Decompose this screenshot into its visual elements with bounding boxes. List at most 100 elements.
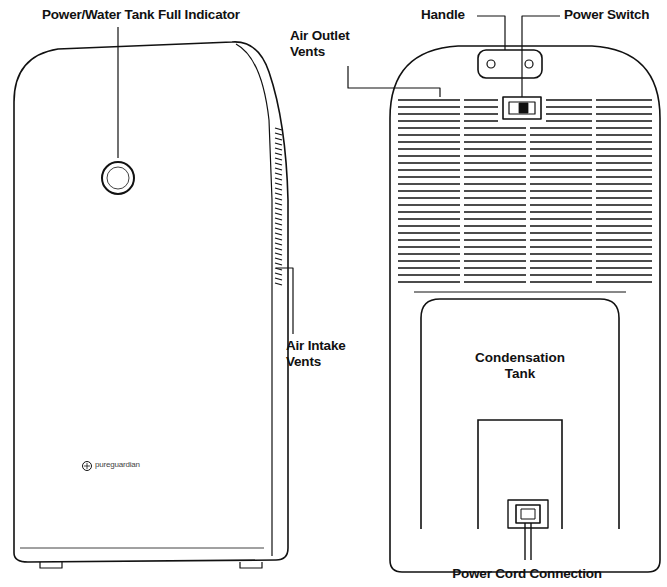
vent-slot [275, 188, 282, 190]
leader-line [522, 16, 560, 97]
vent-slot [398, 267, 652, 268]
part-label: Power/Water Tank Full Indicator [42, 7, 240, 23]
outlet-vents [398, 96, 652, 288]
vent-slot [275, 218, 282, 220]
brand-icon-mark [84, 463, 90, 469]
vent-slot [398, 127, 652, 128]
switch-rocker [509, 102, 535, 114]
vent-slot [275, 278, 282, 280]
vent-divider [460, 96, 464, 288]
vent-slot [275, 198, 282, 200]
vent-slot [275, 238, 282, 240]
vent-slot [398, 106, 498, 107]
power-switch [503, 97, 541, 119]
part-label: Air Intake Vents [286, 338, 364, 369]
handle-screw [525, 60, 533, 68]
vent-slot [398, 204, 652, 205]
vent-slot [275, 233, 282, 235]
part-label: Handle [421, 7, 465, 23]
vent-slot [275, 183, 282, 185]
vent-slot [275, 143, 282, 145]
vent-slot [275, 168, 282, 170]
leader-line [117, 27, 118, 158]
vent-slot [275, 273, 282, 275]
vent-slot [398, 253, 652, 254]
vent-slot [398, 232, 652, 233]
vent-slot [275, 133, 282, 135]
indicator-ring [107, 167, 129, 189]
power-cord-port [508, 500, 548, 528]
leader-line [348, 66, 440, 97]
front-bottom-edge [20, 548, 264, 549]
vent-slot [275, 258, 282, 260]
vent-slot [398, 260, 652, 261]
vent-slot [398, 113, 498, 114]
vent-slot [275, 223, 282, 225]
vent-slot [275, 228, 282, 230]
back-housing [390, 46, 660, 572]
vent-slot [275, 153, 282, 155]
vent-slot [275, 128, 282, 130]
vent-slot [398, 120, 498, 121]
vent-slot [546, 113, 652, 114]
front-side-panel [236, 44, 272, 556]
vent-slot [398, 225, 652, 226]
tank-text-holder: Condensation Tank [420, 350, 620, 382]
power-plug [516, 505, 540, 523]
vent-slot [398, 176, 652, 177]
vent-slot [398, 274, 652, 275]
vent-slot [398, 162, 652, 163]
vent-divider [592, 96, 596, 288]
condensation-tank: Condensation Tank [420, 298, 620, 530]
vent-slot [398, 141, 652, 142]
vent-slot [398, 134, 652, 135]
vent-slot [546, 99, 652, 100]
vent-slot [275, 178, 282, 180]
indicator-light [102, 162, 134, 194]
vent-slot [275, 173, 282, 175]
vent-slot [275, 243, 282, 245]
vent-slot [275, 148, 282, 150]
vent-slot [398, 281, 652, 282]
power-plug-inner [521, 509, 535, 519]
vent-slot [275, 163, 282, 165]
vent-slot [546, 106, 652, 107]
part-label: Power Cord Connection [452, 566, 602, 582]
handle [478, 50, 542, 78]
part-label: Power Switch [564, 7, 649, 23]
part-label: Air Outlet Vents [290, 28, 370, 59]
vent-slot [398, 148, 652, 149]
power-cord [525, 523, 531, 560]
vent-divider [526, 96, 530, 288]
vent-slot [546, 120, 652, 121]
vent-slot [398, 239, 652, 240]
switch-toggle [519, 103, 528, 113]
intake-vents [275, 128, 282, 285]
vent-slot [398, 183, 652, 184]
brand-logo: pureguardian [95, 460, 140, 469]
front-foot [40, 562, 262, 568]
vent-slot [398, 246, 652, 247]
vent-slot [275, 253, 282, 255]
tank-lip [414, 292, 626, 293]
vent-slot [398, 99, 498, 100]
vent-slot [398, 197, 652, 198]
brand-icon [83, 462, 92, 471]
vent-slot [275, 213, 282, 215]
vent-slot [275, 193, 282, 195]
vent-slot [398, 190, 652, 191]
vent-slot [398, 218, 652, 219]
leader-line [276, 268, 293, 334]
tank-outline-path [421, 299, 619, 529]
vent-slot [275, 203, 282, 205]
vent-slot [398, 211, 652, 212]
part-label: Condensation Tank [465, 350, 575, 382]
vent-slot [275, 248, 282, 250]
tank-outline [420, 298, 620, 530]
vent-slot [275, 158, 282, 160]
vent-slot [398, 155, 652, 156]
vent-slot [275, 138, 282, 140]
